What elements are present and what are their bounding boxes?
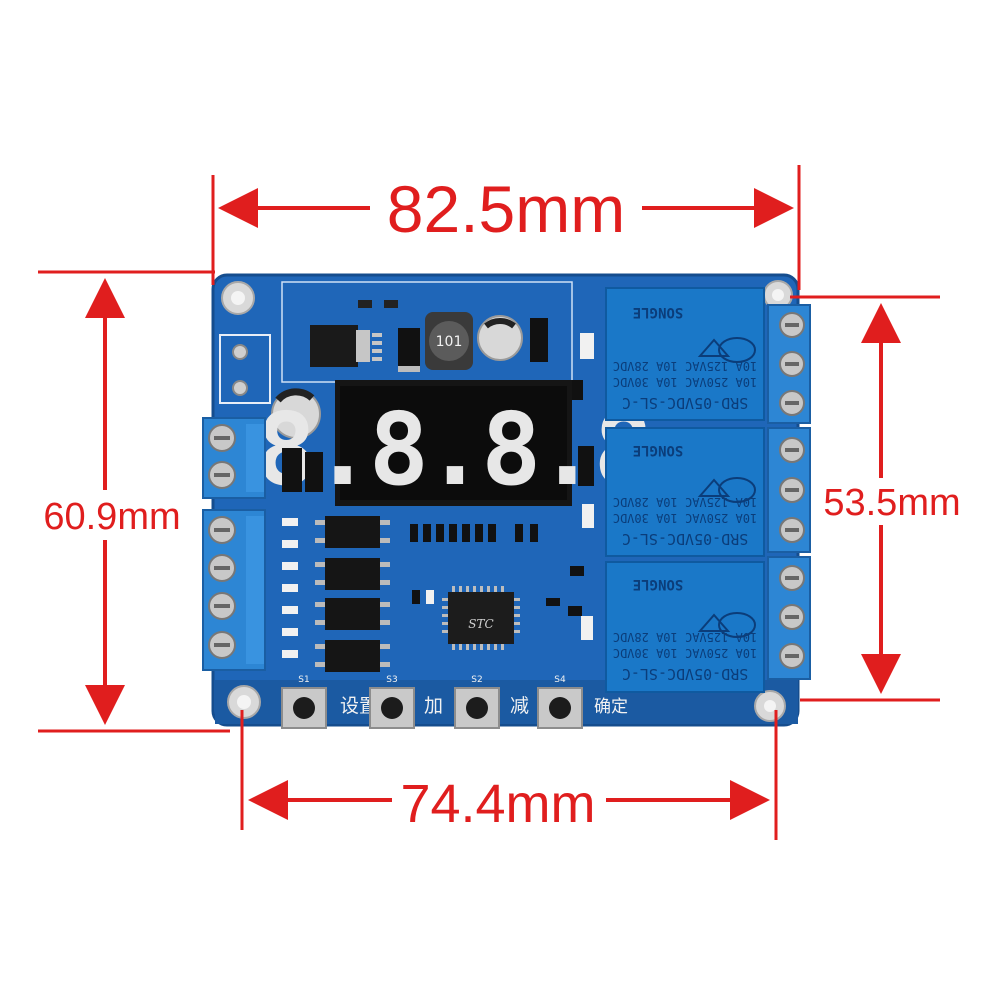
header-pads xyxy=(219,334,271,404)
screw-icon xyxy=(208,424,236,452)
button-ref: S4 xyxy=(554,675,566,685)
dimension-label-height-left: 60.9mm xyxy=(43,496,180,538)
optocouplers xyxy=(315,516,390,672)
dimension-width-bottom: 74.4mm xyxy=(240,710,778,840)
certification-icon xyxy=(697,337,756,363)
relay-rating-2: 10A 125VAC 10A 28VDC xyxy=(613,359,758,373)
relay-model: SRD-05VDC-SL-C xyxy=(622,530,748,548)
voltage-regulator xyxy=(310,300,398,367)
relay-3: SRD-05VDC-SL-C 10A 250VAC 10A 30VDC 10A … xyxy=(605,561,765,693)
left-terminal-block-power xyxy=(202,417,266,499)
push-button-4: 确定 xyxy=(537,687,628,729)
inductor-label: 101 xyxy=(436,334,463,350)
left-terminal-block-inputs xyxy=(202,509,266,671)
relay-rating-1: 10A 250VAC 10A 30VDC xyxy=(613,375,758,389)
right-terminal-blocks xyxy=(767,304,811,680)
certification-icon xyxy=(697,477,756,503)
relay-brand: SONGLE xyxy=(633,576,684,592)
relay-1: SRD-05VDC-SL-C 10A 250VAC 10A 30VDC 10A … xyxy=(605,287,765,421)
relay-rating-1: 10A 250VAC 10A 30VDC xyxy=(613,511,758,525)
capacitor-top xyxy=(477,315,523,361)
relay-rating-1: 10A 250VAC 10A 30VDC xyxy=(613,646,758,660)
button-label-set: 设置 xyxy=(340,695,378,717)
dimension-height-right: 53.5mm xyxy=(790,295,961,702)
relay-rating-2: 10A 125VAC 10A 28VDC xyxy=(613,630,758,644)
smd-diodes xyxy=(282,448,323,492)
push-button-1: 设置 xyxy=(281,687,378,729)
screw-icon xyxy=(208,554,236,582)
screw-icon xyxy=(779,517,805,543)
push-button-2: 加 xyxy=(369,687,443,729)
screw-icon xyxy=(779,565,805,591)
screw-icon xyxy=(779,643,805,669)
resistor-row xyxy=(410,524,538,542)
dimension-height-left: 60.9mm xyxy=(38,270,230,733)
capacitor-left xyxy=(271,388,321,439)
screw-icon xyxy=(779,604,805,630)
screw-icon xyxy=(208,461,236,489)
relay-rating-2: 10A 125VAC 10A 28VDC xyxy=(613,495,758,509)
button-label-minus: 减 xyxy=(510,695,529,717)
screw-icon xyxy=(779,477,805,503)
relay-brand: SONGLE xyxy=(633,304,684,320)
certification-icon xyxy=(697,612,756,638)
screw-icon xyxy=(779,312,805,338)
mcu-brand: STC xyxy=(468,617,493,631)
diode xyxy=(398,328,420,372)
dimension-width-top: 82.5mm xyxy=(211,165,801,290)
dimension-label-width-top: 82.5mm xyxy=(387,172,625,246)
relay-model: SRD-05VDC-SL-C xyxy=(622,665,748,683)
relay-brand: SONGLE xyxy=(633,442,684,458)
relay-model: SRD-05VDC-SL-C xyxy=(622,394,748,412)
screw-icon xyxy=(779,390,805,416)
button-ref: S2 xyxy=(471,675,482,685)
screw-icon xyxy=(208,516,236,544)
button-ref: S1 xyxy=(298,675,309,685)
screw-icon xyxy=(779,351,805,377)
led-column xyxy=(282,518,298,658)
dimension-label-width-bottom: 74.4mm xyxy=(400,774,595,834)
microcontroller: STC xyxy=(442,586,520,650)
button-ref: S3 xyxy=(386,675,397,685)
screw-icon xyxy=(208,592,236,620)
button-label-plus: 加 xyxy=(424,695,443,717)
dimension-label-height-right: 53.5mm xyxy=(823,482,960,524)
push-button-3: 减 xyxy=(454,687,529,729)
button-refs: S1 S3 S2 S4 xyxy=(298,675,566,685)
screw-icon xyxy=(208,631,236,659)
inductor: 101 xyxy=(425,312,473,370)
relay-2: SRD-05VDC-SL-C 10A 250VAC 10A 30VDC 10A … xyxy=(605,427,765,557)
button-label-confirm: 确定 xyxy=(594,697,628,717)
screw-icon xyxy=(779,437,805,463)
smd-parts-mid xyxy=(412,446,594,640)
